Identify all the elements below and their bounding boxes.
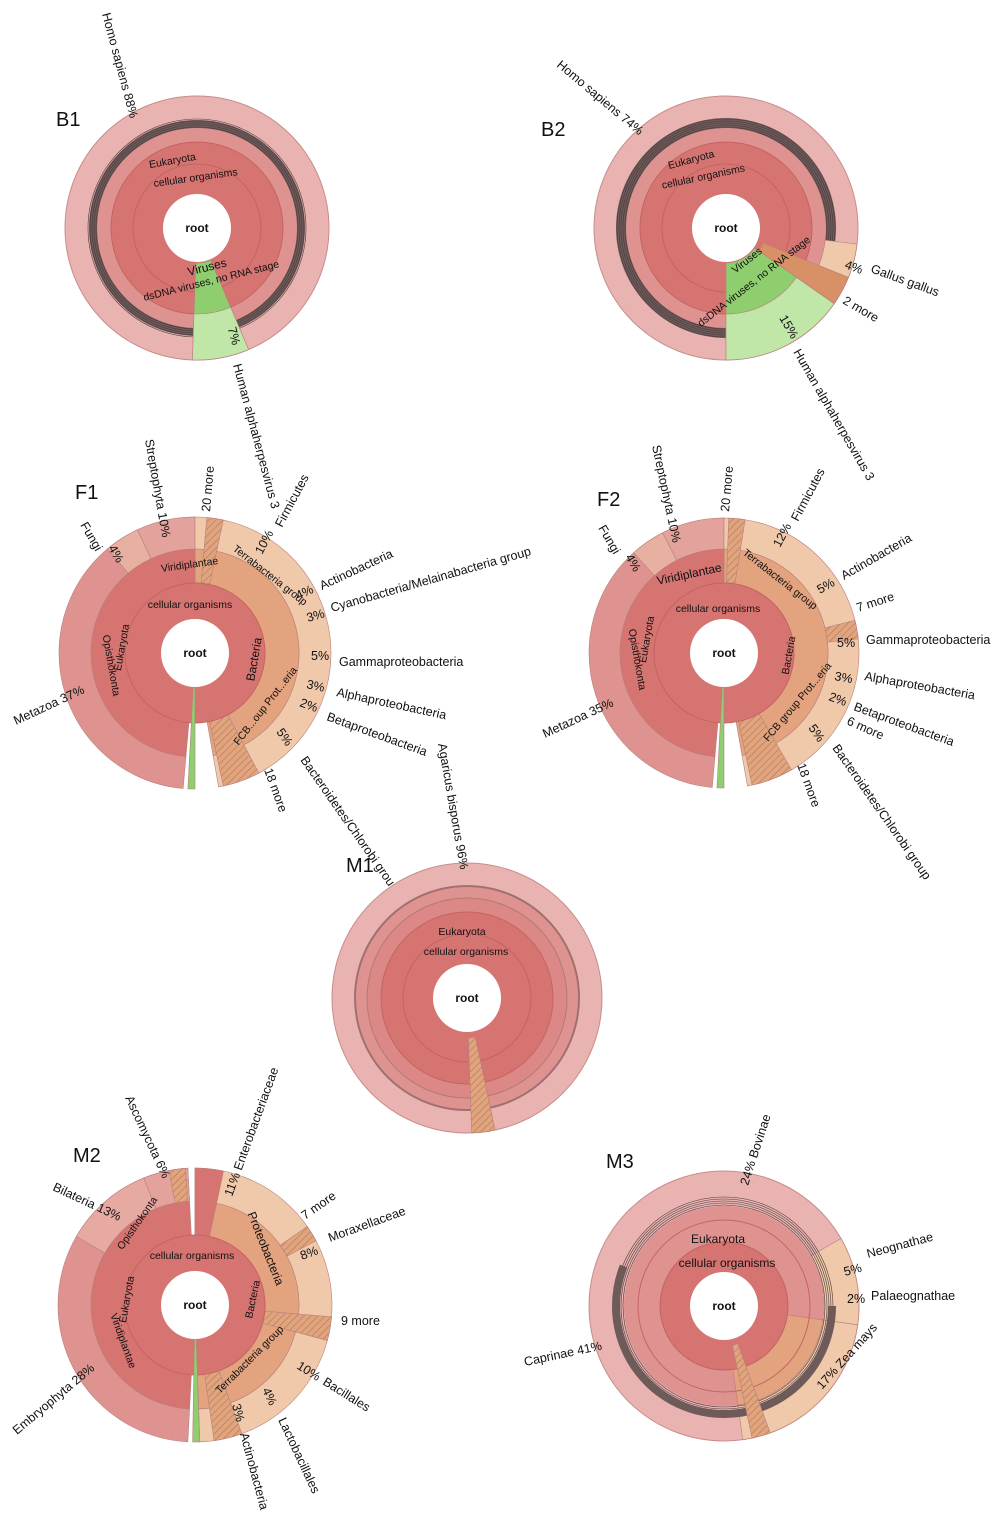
m3-caprinae-label: Caprinae 41% xyxy=(523,1339,603,1369)
m2-7more-hatched xyxy=(279,1226,317,1257)
f2-7more-hatched xyxy=(824,619,859,643)
m3-dark-band-top xyxy=(612,1194,836,1418)
panel-letter-f2: F2 xyxy=(597,489,620,511)
chart-m3-fine-ring xyxy=(622,1204,826,1408)
f2-gamma-label: Gammaproteobacteria xyxy=(866,633,990,647)
m1-agaricus-label: Agaricus bisporus 96% xyxy=(435,742,471,870)
f2-18more-label: 18 more xyxy=(794,761,823,809)
b2-virus-outer xyxy=(725,276,835,361)
m2-moraxellaceae-pct: 8% xyxy=(298,1243,320,1262)
b2-virus-name-label: Human alphaherpesvirus 3 xyxy=(790,347,877,483)
m2-embryophyta-label: Embryophyta 28% xyxy=(10,1361,97,1437)
m2-lactobacillales-label: Lactobacillales xyxy=(275,1415,322,1495)
f2-metazoa-label: Metazoa 35% xyxy=(540,696,615,741)
m2-actino-label: Actinobacteria xyxy=(237,1431,271,1511)
m3-root-circle xyxy=(690,1272,758,1340)
panel-letter-f1: F1 xyxy=(75,482,98,504)
chart-m3-fine-ring xyxy=(620,1202,828,1410)
b2-root-circle xyxy=(692,194,760,262)
f2-root-label: root xyxy=(712,646,735,660)
f1-alpha-label: Alphaproteobacteria xyxy=(335,685,447,722)
panel-letter-m1: M1 xyxy=(346,855,374,877)
m2-lactobacillales-pct: 4% xyxy=(259,1385,279,1407)
m3-eukaryota-ring xyxy=(637,1219,811,1393)
f1-20more-label: 20 more xyxy=(199,465,217,512)
f2-bacteroidetes-label: Bacteroidetes/Chlorobi group xyxy=(830,742,934,883)
m3-cellular-label: cellular organisms xyxy=(679,1256,776,1270)
f2-alpha-label: Alphaproteobacteria xyxy=(863,669,976,702)
m2-entero-label: 11% Enterobacteriaceae xyxy=(222,1065,282,1198)
m3-palaeognathae-pct: 2% xyxy=(847,1292,865,1306)
m2-moraxellaceae-label: Moraxellaceae xyxy=(326,1204,407,1245)
b1-root-circle xyxy=(163,194,231,262)
panel-letter-b1: B1 xyxy=(56,109,80,131)
f2-firmicutes-label: Firmicutes xyxy=(788,466,827,523)
f1-alpha-pct: 3% xyxy=(305,677,326,694)
sunburst-m2: root cellular organisms Opisthokonta Euk… xyxy=(10,1065,408,1511)
f2-cellular-label: cellular organisms xyxy=(676,603,761,615)
f2-streptophyta-label: Streptophyta 10% xyxy=(649,444,683,544)
sunburst-b1: root Eukaryota cellular organisms Viruse… xyxy=(64,11,330,510)
f1-18more-label: 18 more xyxy=(261,766,290,814)
f2-root-circle xyxy=(690,619,758,687)
b1-root-label: root xyxy=(185,221,208,235)
m3-neognathae-label: Neognathae xyxy=(865,1230,934,1261)
m3-neognathae-pct: 5% xyxy=(842,1261,863,1279)
b2-homo-sapiens-label: Homo sapiens 74% xyxy=(554,58,646,138)
panel-letter-m3: M3 xyxy=(606,1151,634,1173)
sunburst-m1: root Eukaryota cellular organisms Agaric… xyxy=(331,742,603,1134)
m3-hatched-wedge xyxy=(731,1343,771,1439)
f2-7more-label: 7 more xyxy=(855,590,896,615)
b2-gallus-pct: 4% xyxy=(843,258,865,277)
f1-cellular-label: cellular organisms xyxy=(148,599,233,611)
panel-letter-b2: B2 xyxy=(541,119,565,141)
m2-bacillales-label: Bacillales xyxy=(320,1375,372,1415)
m3-eukaryota-label: Eukaryota xyxy=(691,1232,745,1246)
f1-beta-label: Betaproteobacteria xyxy=(325,710,429,759)
m2-7more-label: 7 more xyxy=(299,1189,339,1223)
f1-actino-pct: 4% xyxy=(293,582,315,602)
m1-eukaryota-label: Eukaryota xyxy=(438,926,485,938)
m1-cellular-label: cellular organisms xyxy=(424,946,509,958)
m2-ascomycota-label: Ascomycota 6% xyxy=(122,1093,173,1180)
f2-gamma-pct: 5% xyxy=(837,636,855,650)
sunburst-m3: root Eukaryota cellular organisms Caprin… xyxy=(523,1112,955,1442)
f1-cyano-label: Cyanobacteria/Melainabacteria group xyxy=(329,544,533,615)
f1-root-circle xyxy=(161,619,229,687)
b2-2more-label: 2 more xyxy=(841,293,882,325)
f1-fungi-label: Fungi xyxy=(77,520,105,554)
m3-root-label: root xyxy=(712,1299,735,1313)
f2-fungi-label: Fungi xyxy=(595,523,623,557)
m2-actino-pct: 3% xyxy=(229,1402,247,1423)
m3-palaeognathae-label: Palaeognathae xyxy=(871,1289,955,1303)
sunburst-b2: root Eukaryota cellular organisms Viruse… xyxy=(554,58,941,483)
f1-beta-pct: 2% xyxy=(298,696,320,715)
b2-gallus-label: Gallus gallus xyxy=(869,262,941,300)
f1-streptophyta-label: Streptophyta 10% xyxy=(142,438,173,538)
sunburst-f2: root cellular organisms Viridiplantae Te… xyxy=(540,444,990,883)
f2-beta-pct: 2% xyxy=(827,690,849,709)
m2-cellular-label: cellular organisms xyxy=(150,1250,235,1262)
f2-alpha-pct: 3% xyxy=(833,669,853,686)
m2-ascomycota-hatched xyxy=(168,1168,189,1204)
m1-root-label: root xyxy=(455,991,478,1005)
f1-cyano-pct: 3% xyxy=(305,606,326,624)
m2-root-circle xyxy=(161,1271,229,1339)
f1-gamma-pct: 5% xyxy=(311,649,329,663)
b1-virus-outer xyxy=(192,306,249,361)
m1-small-wedge xyxy=(468,1036,496,1134)
f1-root-label: root xyxy=(183,646,206,660)
panel-letter-m2: M2 xyxy=(73,1145,101,1167)
b1-virus-name-label: Human alphaherpesvirus 3 xyxy=(230,362,282,510)
b2-root-label: root xyxy=(714,221,737,235)
f2-actino-label: Actinobacteria xyxy=(839,531,915,583)
f1-gamma-label: Gammaproteobacteria xyxy=(339,655,463,669)
m2-root-label: root xyxy=(183,1298,206,1312)
m1-root-circle xyxy=(433,964,501,1032)
f2-20more-label: 20 more xyxy=(718,465,736,512)
b1-homo-sapiens-label: Homo sapiens 88% xyxy=(99,11,141,119)
b1-virus-pct: 7% xyxy=(225,325,243,346)
m2-9more-label: 9 more xyxy=(341,1314,380,1328)
